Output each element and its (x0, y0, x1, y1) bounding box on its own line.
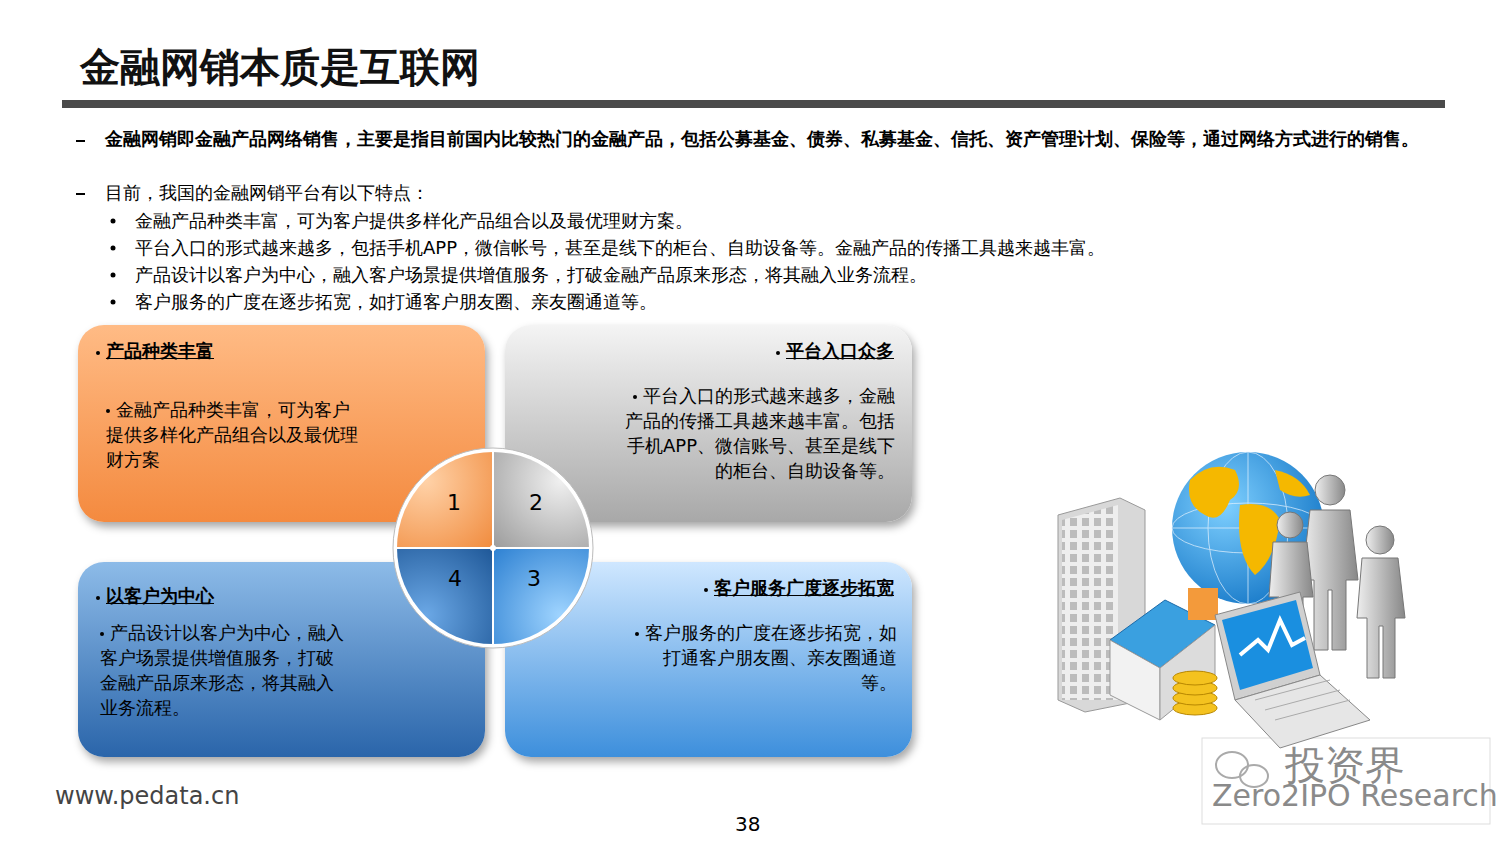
body-wrap: 产品设计以客户为中心，融入客户场景提供增值服务，打破金融产品原来形态，将其融入业… (100, 620, 350, 720)
dash-marker (76, 193, 85, 195)
feature-bullet: 平台入口的形式越来越多，包括手机APP，微信帐号，甚至是线下的柜台、自助设备等。… (135, 235, 1475, 260)
feature-bullet: 产品设计以客户为中心，融入客户场景提供增值服务，打破金融产品原来形态，将其融入业… (135, 262, 1465, 287)
box-heading: 以客户为中心 (106, 585, 214, 606)
feature-bullet: 客户服务的广度在逐步拓宽，如打通客户朋友圈、亲友圈通道等。 (135, 289, 1465, 314)
bullet-dot (633, 395, 637, 399)
body-row: 产品设计以客户为中心，融入客户场景提供增值服务，打破金融产品原来形态，将其融入业… (100, 620, 350, 720)
box-heading: 客户服务广度逐步拓宽 (714, 577, 894, 598)
body-wrap: 平台入口的形式越来越多，金融产品的传播工具越来越丰富。包括手机APP、微信账号、… (625, 383, 895, 483)
quadrant-4 (397, 548, 493, 644)
bullet-dot (704, 588, 708, 592)
footer-url: www.pedata.cn (55, 782, 239, 810)
bullet-dot (111, 219, 116, 224)
callout-number: 1 (447, 490, 461, 515)
box-body: 客户服务的广度在逐步拓宽，如打通客户朋友圈、亲友圈通道等。 (645, 622, 897, 693)
bullet-dot (635, 632, 639, 636)
intro-paragraph: 目前，我国的金融网销平台有以下特点： (105, 180, 1425, 205)
page-number: 38 (735, 812, 760, 836)
page-title: 金融网销本质是互联网 (80, 40, 480, 95)
bullet-dot (111, 300, 116, 305)
bullet-dot (106, 409, 110, 413)
box-body: 金融产品种类丰富，可为客户提供多样化产品组合以及最优理财方案 (106, 399, 358, 470)
heading-row: 产品种类丰富 (96, 339, 214, 363)
box-body: 产品设计以客户为中心，融入客户场景提供增值服务，打破金融产品原来形态，将其融入业… (100, 622, 344, 718)
callout-number: 3 (527, 566, 541, 591)
bullet-dot (100, 632, 104, 636)
bullet-dot (111, 246, 116, 251)
bullet-dot (96, 596, 100, 600)
box-heading: 产品种类丰富 (106, 340, 214, 361)
body-row: 客户服务的广度在逐步拓宽，如打通客户朋友圈、亲友圈通道等。 (635, 620, 897, 695)
bullet-dot (776, 351, 780, 355)
body-wrap: 客户服务的广度在逐步拓宽，如打通客户朋友圈、亲友圈通道等。 (635, 620, 897, 695)
watermark: Zero2IPO Research (1212, 778, 1498, 813)
quadrant-2 (493, 452, 589, 548)
title-bar (62, 100, 1445, 108)
intro-paragraph: 金融网销即金融产品网络销售，主要是指目前国内比较热门的金融产品，包括公募基金、债… (105, 126, 1425, 151)
bullet-dot (111, 273, 116, 278)
body-row: 平台入口的形式越来越多，金融产品的传播工具越来越丰富。包括手机APP、微信账号、… (625, 383, 895, 483)
quadrant-3 (493, 548, 589, 644)
heading-row: 以客户为中心 (96, 584, 214, 608)
quadrant-circle (390, 445, 596, 651)
box-heading: 平台入口众多 (786, 340, 894, 361)
feature-bullet: 金融产品种类丰富，可为客户提供多样化产品组合以及最优理财方案。 (135, 208, 1465, 233)
dash-marker (76, 140, 85, 142)
heading-row: 客户服务广度逐步拓宽 (704, 576, 894, 600)
heading-row: 平台入口众多 (776, 339, 894, 363)
quadrant-1 (397, 452, 493, 548)
finance-illustration (1040, 430, 1460, 750)
box-body: 平台入口的形式越来越多，金融产品的传播工具越来越丰富。包括手机APP、微信账号、… (625, 385, 895, 481)
callout-number: 2 (529, 490, 543, 515)
callout-number: 4 (448, 566, 462, 591)
bullet-dot (96, 351, 100, 355)
body-wrap: 金融产品种类丰富，可为客户提供多样化产品组合以及最优理财方案 (106, 397, 366, 472)
body-row: 金融产品种类丰富，可为客户提供多样化产品组合以及最优理财方案 (106, 397, 366, 472)
